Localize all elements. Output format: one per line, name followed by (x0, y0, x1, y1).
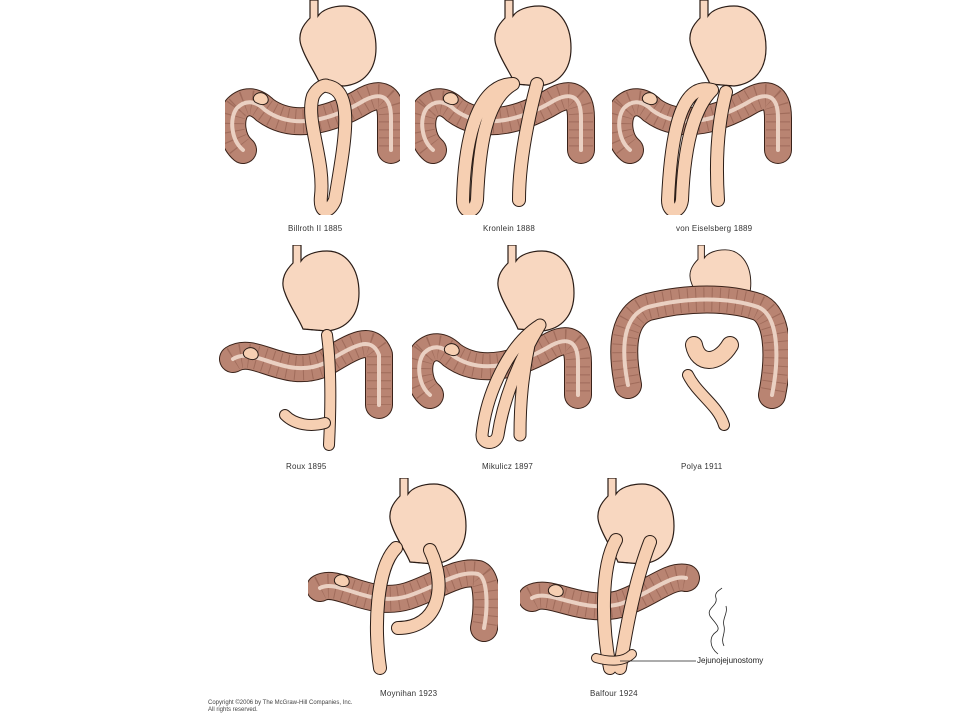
copyright-notice: Copyright ©2006 by The McGraw-Hill Compa… (208, 700, 352, 714)
caption-polya: Polya 1911 (681, 462, 723, 471)
stomach-remnant (497, 245, 575, 332)
roux-limb (321, 329, 337, 451)
transverse-colon (415, 82, 595, 164)
duodenal-stump (443, 92, 459, 105)
duodenal-stump (243, 347, 259, 360)
copyright-line-2: All rights reserved. (208, 707, 258, 713)
caption-roux: Roux 1895 (286, 462, 327, 471)
caption-mikulicz: Mikulicz 1897 (482, 462, 534, 471)
jejunal-loop (370, 541, 446, 675)
caption-kronlein: Kronlein 1888 (483, 224, 535, 233)
jejunojejunostomy-segment (591, 649, 637, 666)
stomach-remnant (689, 0, 767, 87)
panel-moynihan (308, 478, 498, 675)
stomach-remnant (299, 0, 377, 87)
transverse-colon (520, 563, 700, 621)
jejunal-loop (661, 82, 733, 215)
panel-mikulicz (412, 245, 592, 449)
artist-signature (708, 587, 727, 655)
duodenal-stump (642, 92, 658, 105)
jejunojejunostomy-label: Jejunojejunostomy (697, 656, 764, 665)
stomach-remnant (389, 478, 467, 565)
panel-balfour (520, 478, 700, 675)
panel-von-eiselsberg (612, 0, 792, 215)
stomach-remnant (282, 245, 360, 332)
caption-von-eiselsberg: von Eiselsberg 1889 (676, 224, 753, 233)
transverse-colon (610, 285, 788, 409)
afferent-limb (279, 409, 331, 431)
jejunal-loop (685, 336, 739, 369)
jejunal-loop (475, 318, 547, 449)
transverse-colon (412, 327, 592, 409)
efferent-limb (682, 369, 730, 431)
jejunal-loop (596, 533, 657, 675)
duodenal-stump (334, 574, 350, 587)
duodenal-stump (444, 343, 460, 356)
stomach-remnant (494, 0, 572, 87)
caption-balfour: Balfour 1924 (590, 689, 638, 698)
transverse-colon (612, 82, 792, 164)
panel-roux (219, 245, 393, 451)
panel-billroth-ii (225, 0, 400, 215)
caption-moynihan: Moynihan 1923 (380, 689, 438, 698)
annotation-leader-line (620, 660, 696, 662)
panel-kronlein (415, 0, 595, 215)
caption-billroth-ii: Billroth II 1885 (288, 224, 343, 233)
duodenal-stump (548, 584, 564, 597)
jejunal-loop (304, 78, 353, 215)
panel-polya (610, 245, 788, 431)
transverse-colon (225, 82, 400, 164)
copyright-line-1: Copyright ©2006 by The McGraw-Hill Compa… (208, 700, 353, 706)
duodenal-stump (253, 92, 269, 105)
jejunal-loop (456, 77, 544, 215)
